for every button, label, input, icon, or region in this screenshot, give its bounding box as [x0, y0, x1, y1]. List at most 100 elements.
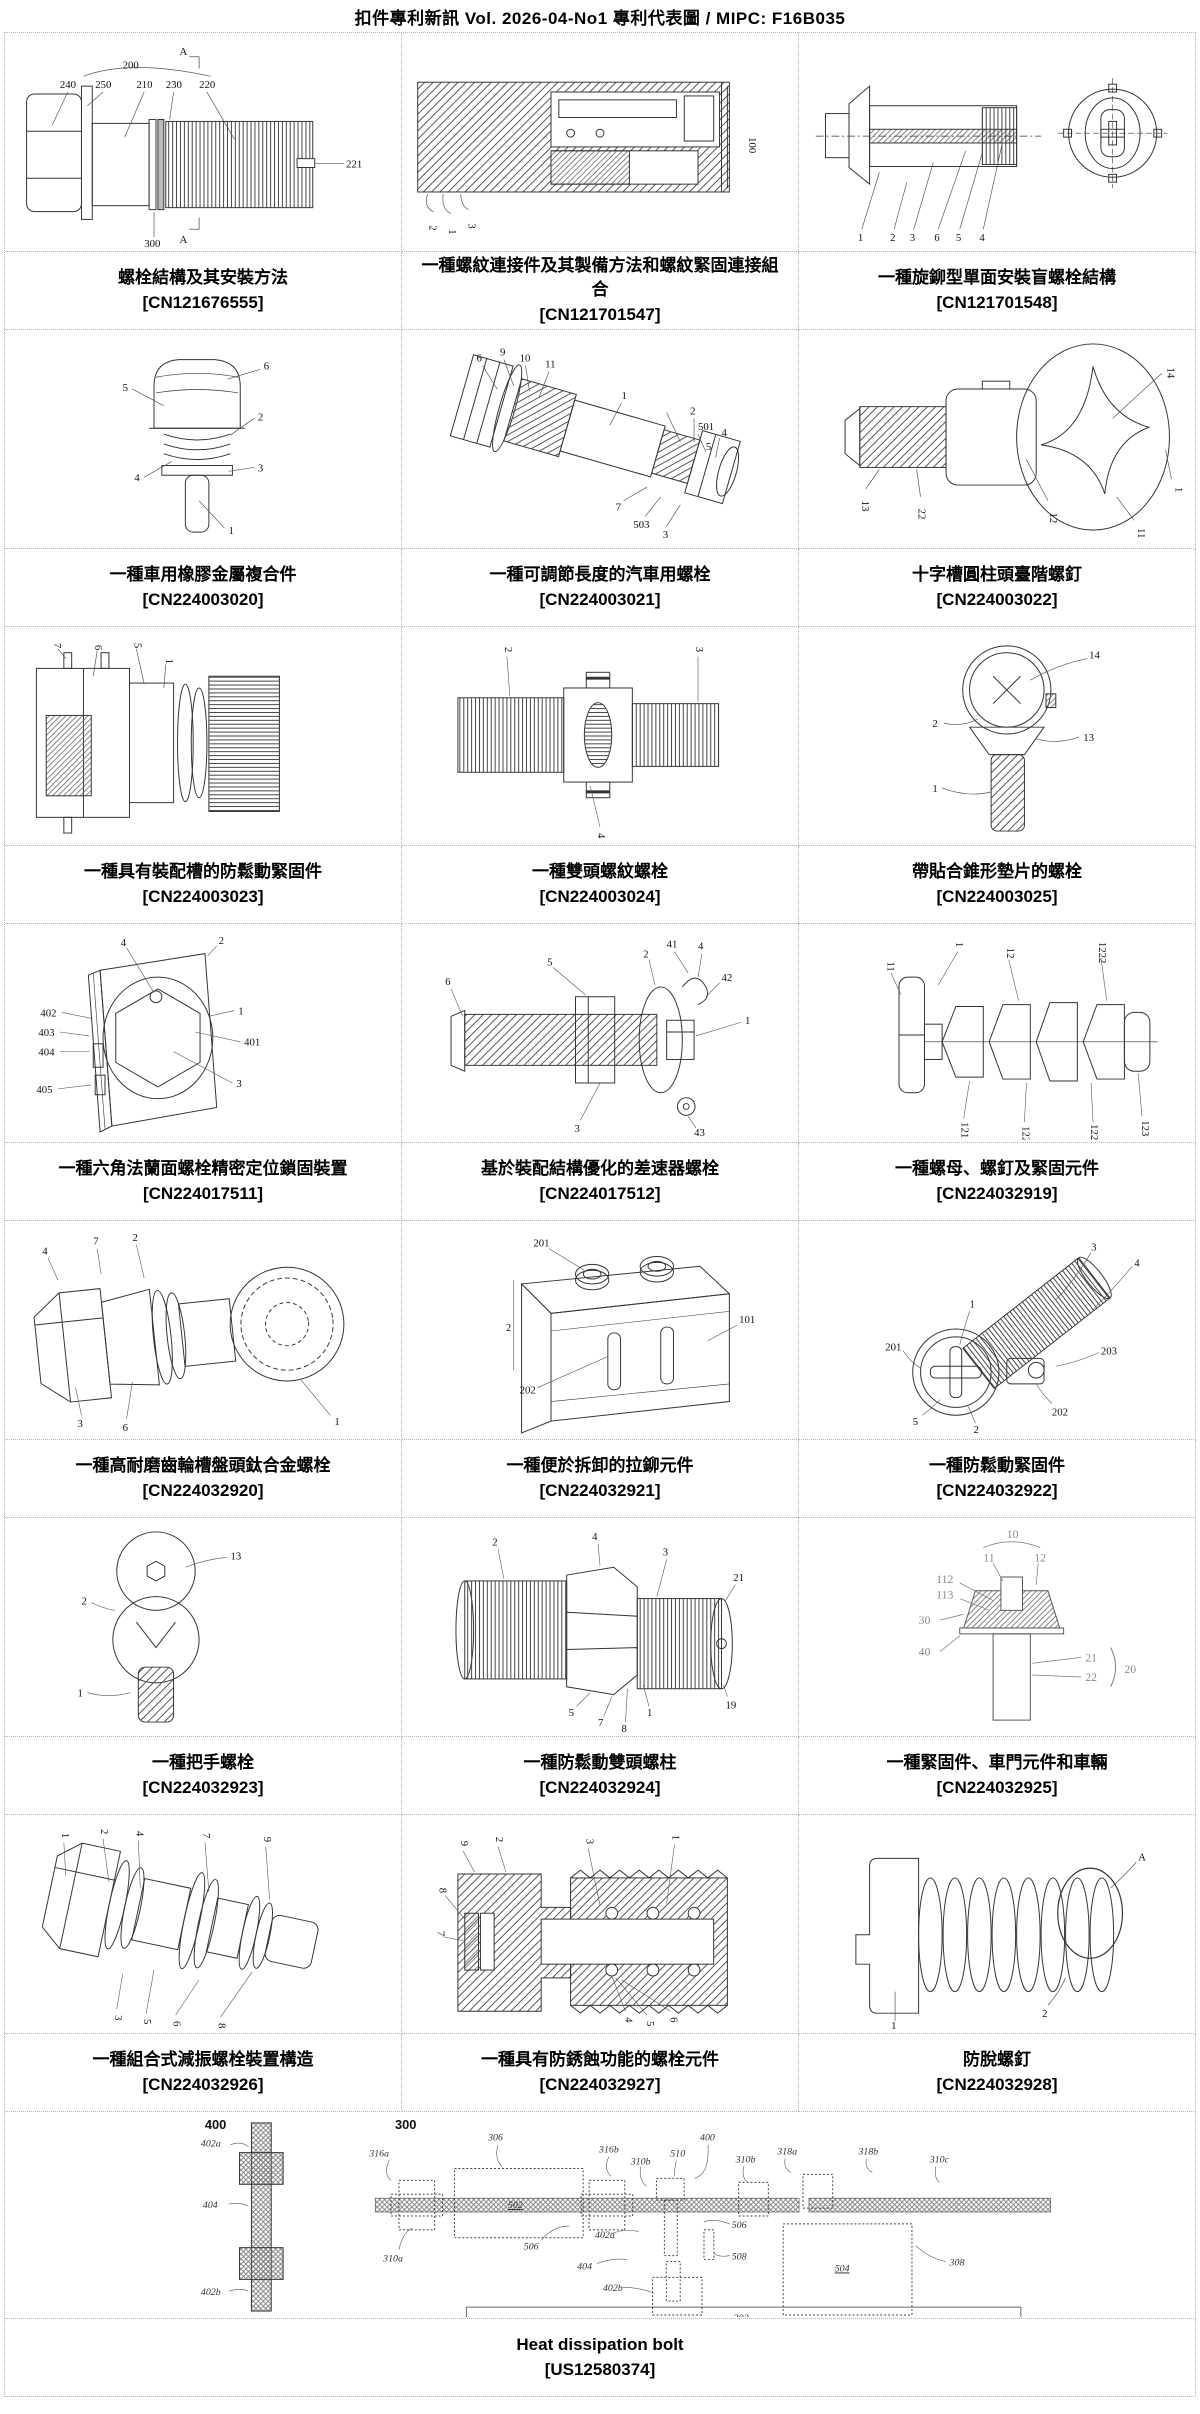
svg-text:5: 5 [547, 956, 552, 968]
svg-text:5: 5 [956, 232, 961, 244]
svg-text:240: 240 [60, 79, 76, 91]
svg-text:113: 113 [936, 1589, 953, 1602]
svg-text:201: 201 [885, 1342, 901, 1354]
svg-text:13: 13 [1083, 732, 1094, 744]
patent-title: 防脫螺釘 [963, 2048, 1031, 2073]
svg-text:508: 508 [732, 2252, 747, 2263]
caption-US12580374: Heat dissipation bolt [US12580374] [5, 2319, 1196, 2397]
patent-grid: 200 240 250 210 230 220 A A 300 221 [4, 32, 1196, 2397]
patent-number: [CN224032922] [937, 1479, 1058, 1504]
svg-text:506: 506 [524, 2242, 539, 2253]
svg-text:201: 201 [533, 1238, 549, 1250]
svg-text:308: 308 [949, 2258, 965, 2269]
svg-text:6: 6 [123, 1422, 129, 1434]
svg-text:2: 2 [690, 406, 695, 418]
svg-text:503: 503 [633, 519, 649, 531]
svg-text:8: 8 [622, 1723, 627, 1734]
svg-text:1: 1 [647, 1707, 652, 1719]
drawing-connector-section: 100 2 1 3 [404, 35, 796, 249]
svg-text:3: 3 [112, 2015, 124, 2020]
svg-text:2: 2 [506, 1322, 511, 1334]
svg-text:306: 306 [487, 2133, 503, 2144]
caption-CN224032919: 一種螺母、螺釘及緊固元件 [CN224032919] [799, 1143, 1196, 1221]
patent-title: 一種防鬆動雙頭螺柱 [524, 1751, 677, 1776]
figure-vibration-damping-bolt: 1 2 4 7 9 3 5 6 8 [5, 1815, 402, 2034]
svg-text:402a: 402a [595, 2230, 615, 2241]
page-title: 扣件專利新訊 Vol. 2026-04-No1 專利代表圖 / MIPC: F1… [0, 0, 1200, 32]
svg-text:5: 5 [131, 643, 143, 648]
svg-text:2: 2 [493, 1837, 505, 1842]
figure-double-thread-bolt: 2 3 4 [402, 627, 799, 846]
svg-text:2: 2 [890, 232, 895, 244]
svg-text:404: 404 [38, 1047, 55, 1059]
svg-text:A: A [1138, 1851, 1146, 1863]
svg-text:404: 404 [203, 2200, 218, 2211]
svg-text:318b: 318b [857, 2147, 878, 2158]
svg-text:101: 101 [739, 1314, 755, 1326]
caption-CN224032924: 一種防鬆動雙頭螺柱 [CN224032924] [402, 1737, 799, 1815]
svg-text:400: 400 [700, 2133, 715, 2144]
patent-number: [CN224017512] [540, 1182, 661, 1207]
drawing-anti-rust-section: 9 2 3 1 8 7 4 5 6 [404, 1817, 796, 2031]
patent-number: [CN224032920] [143, 1479, 264, 1504]
caption-CN224032925: 一種緊固件、車門元件和車輛 [CN224032925] [799, 1737, 1196, 1815]
svg-text:203: 203 [1101, 1346, 1117, 1358]
svg-text:404: 404 [577, 2261, 592, 2272]
svg-text:3: 3 [910, 232, 915, 244]
svg-text:402b: 402b [603, 2283, 623, 2294]
svg-text:11: 11 [1135, 528, 1147, 538]
patent-title: 螺栓結構及其安裝方法 [118, 266, 288, 291]
ref-numeral: 200 [123, 60, 139, 72]
figure-adjustable-bolt: 6 9 10 11 1 2 501 5 4 7 503 3 [402, 330, 799, 549]
svg-text:5: 5 [913, 1416, 918, 1428]
svg-text:40: 40 [919, 1645, 931, 1658]
drawing-bolt-side-view: 200 240 250 210 230 220 A A 300 221 [7, 35, 399, 249]
svg-text:4: 4 [722, 427, 728, 439]
figure-nut-screw-fastener: 11 1 12 1222 121 122 1221 123 [799, 924, 1196, 1143]
figure-anti-drop-screw: A 2 1 [799, 1815, 1196, 2034]
patent-title: 一種組合式減振螺栓裝置構造 [93, 2048, 314, 2073]
svg-text:6: 6 [264, 360, 270, 372]
caption-CN121701548: 一種旋鉚型單面安裝盲螺栓結構 [CN121701548] [799, 252, 1196, 330]
svg-text:316b: 316b [598, 2145, 619, 2156]
svg-text:4: 4 [592, 1531, 598, 1543]
svg-text:21: 21 [733, 1572, 744, 1584]
patent-title: 基於裝配結構優化的差速器螺栓 [481, 1157, 719, 1182]
svg-text:402: 402 [40, 1007, 56, 1019]
caption-CN121701547: 一種螺紋連接件及其製備方法和螺紋緊固連接組合 [CN121701547] [402, 252, 799, 330]
svg-text:10: 10 [1007, 1528, 1019, 1541]
svg-text:1: 1 [163, 659, 175, 664]
patent-title: Heat dissipation bolt [516, 2333, 683, 2358]
svg-text:3: 3 [1091, 1242, 1096, 1254]
drawing-differential-bolt: 6 5 2 41 4 42 1 3 43 [404, 926, 796, 1140]
figure-rivet-element: 201 2 202 101 [402, 1221, 799, 1440]
svg-text:10: 10 [520, 353, 531, 365]
patent-title: 一種旋鉚型單面安裝盲螺栓結構 [878, 266, 1116, 291]
svg-text:1: 1 [622, 390, 627, 402]
patent-number: [CN224003021] [540, 588, 661, 613]
drawing-assembly-groove: 7 6 5 1 [7, 629, 399, 843]
svg-text:310c: 310c [929, 2155, 950, 2166]
caption-CN224003022: 十字槽圓柱頭臺階螺釘 [CN224003022] [799, 549, 1196, 627]
drawing-adjustable-car-bolt: 6 9 10 11 1 2 501 5 4 7 503 3 [404, 332, 796, 546]
svg-text:302: 302 [733, 2313, 749, 2317]
patent-title: 十字槽圓柱頭臺階螺釘 [912, 563, 1082, 588]
figure-blind-bolt: 1 2 3 6 5 4 [799, 33, 1196, 252]
patent-number: [CN224003020] [143, 588, 264, 613]
svg-text:19: 19 [725, 1699, 736, 1711]
svg-text:12: 12 [1047, 513, 1059, 524]
patent-title: 一種雙頭螺紋螺栓 [532, 860, 668, 885]
patent-title: 一種六角法蘭面螺栓精密定位鎖固裝置 [59, 1157, 348, 1182]
svg-text:2: 2 [492, 1537, 497, 1549]
svg-text:20: 20 [1124, 1663, 1136, 1676]
svg-text:3: 3 [663, 1546, 668, 1558]
svg-text:250: 250 [95, 79, 111, 91]
svg-text:7: 7 [200, 1833, 212, 1839]
svg-text:3: 3 [583, 1839, 595, 1844]
svg-text:6: 6 [668, 2017, 680, 2023]
caption-CN224032920: 一種高耐磨齒輪槽盤頭鈦合金螺栓 [CN224032920] [5, 1440, 402, 1518]
svg-text:1: 1 [59, 1833, 71, 1838]
svg-text:3: 3 [258, 462, 263, 474]
caption-CN224032922: 一種防鬆動緊固件 [CN224032922] [799, 1440, 1196, 1518]
svg-text:316a: 316a [368, 2149, 389, 2160]
